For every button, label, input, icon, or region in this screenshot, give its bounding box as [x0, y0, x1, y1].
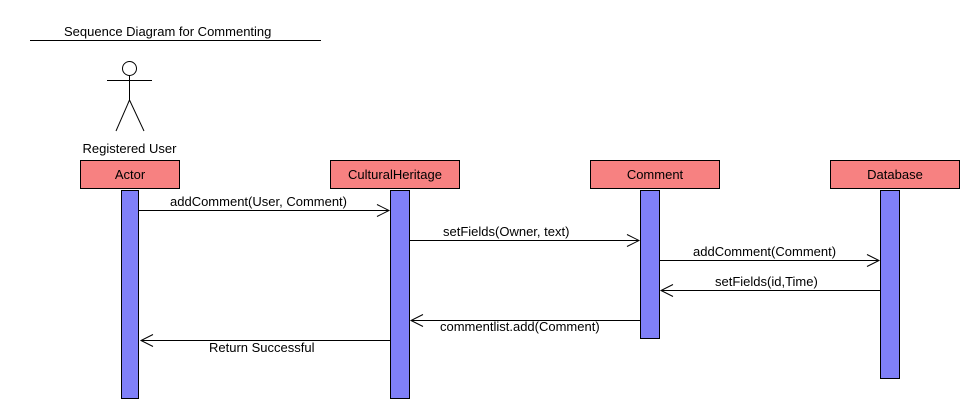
message-2-label: setFields(Owner, text)	[443, 224, 569, 239]
lifeline-header-database[interactable]	[830, 160, 960, 189]
message-2[interactable]: setFields(Owner, text)	[410, 224, 641, 247]
message-6[interactable]: Return Successful	[139, 334, 390, 356]
message-2-arrowhead-icon	[626, 234, 641, 247]
message-3-label: addComment(Comment)	[693, 244, 836, 259]
message-4[interactable]: setFields(id,Time)	[659, 274, 880, 297]
lifeline-label-cultural-heritage: CulturalHeritage	[348, 167, 442, 182]
activation-bar-cultural-heritage	[390, 190, 410, 399]
activation-bar-comment	[640, 190, 660, 339]
activation-bar-database	[880, 190, 900, 379]
diagram-title: Sequence Diagram for Commenting	[64, 24, 271, 39]
actor-stick-figure-icon	[107, 61, 152, 132]
message-6-arrowhead-icon	[139, 334, 154, 347]
message-4-label: setFields(id,Time)	[715, 274, 818, 289]
actor-caption: Registered User	[83, 141, 178, 156]
lifeline-label-comment: Comment	[627, 167, 684, 182]
lifeline-label-actor: Actor	[115, 167, 146, 182]
message-1[interactable]: addComment(User, Comment)	[139, 194, 391, 217]
message-6-label: Return Successful	[209, 340, 315, 355]
message-3[interactable]: addComment(Comment)	[660, 244, 881, 267]
lifeline-label-database: Database	[867, 167, 923, 182]
message-5-arrowhead-icon	[409, 314, 424, 327]
lifeline-database[interactable]: Database	[830, 160, 960, 379]
lifeline-header-comment[interactable]	[590, 160, 720, 189]
lifeline-header-cultural-heritage[interactable]	[330, 160, 460, 189]
message-3-arrowhead-icon	[866, 254, 881, 267]
lifeline-header-actor[interactable]	[80, 160, 180, 189]
lifeline-comment[interactable]: Comment	[590, 160, 720, 339]
lifeline-cultural-heritage[interactable]: CulturalHeritage	[330, 160, 460, 399]
activation-bar-actor	[121, 190, 139, 399]
message-5[interactable]: commentlist.add(Comment)	[409, 314, 640, 335]
message-1-arrowhead-icon	[376, 204, 391, 217]
message-1-label: addComment(User, Comment)	[170, 194, 347, 209]
message-4-arrowhead-icon	[659, 284, 674, 297]
message-5-label: commentlist.add(Comment)	[440, 319, 600, 334]
lifeline-actor[interactable]: Actor	[80, 160, 180, 399]
